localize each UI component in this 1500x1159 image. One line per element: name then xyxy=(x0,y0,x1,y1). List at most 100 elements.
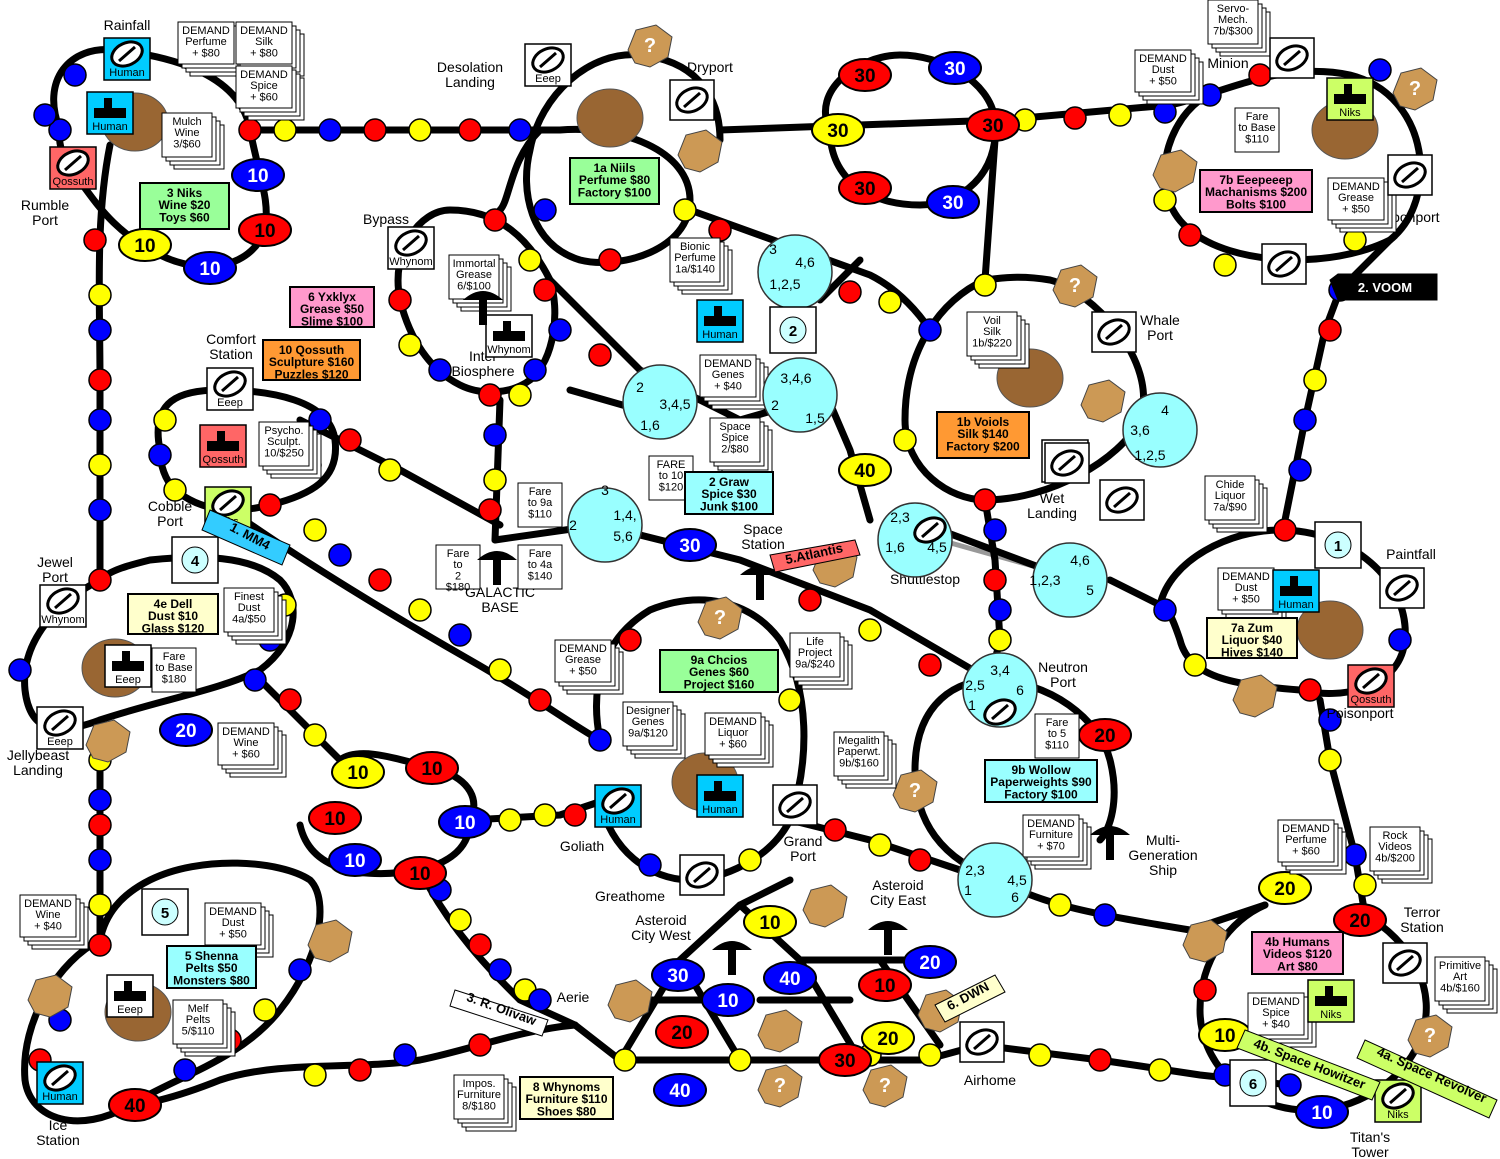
route-space xyxy=(973,273,997,297)
card-text-line: 10/$250 xyxy=(264,447,304,459)
card-text-line: 5/$110 xyxy=(182,1025,215,1037)
card-face xyxy=(1234,107,1280,153)
spaceport-tile xyxy=(772,784,818,826)
place-name-line: Asteroid xyxy=(635,912,686,928)
place-name-line: Jellybeast xyxy=(7,747,69,763)
factory-text-line: 4e Dell xyxy=(154,597,193,611)
asteroid xyxy=(307,919,353,963)
junction-label: 6 xyxy=(1016,682,1024,698)
fare-oval-shape xyxy=(838,171,892,205)
factory-text-line: Project $160 xyxy=(684,677,755,691)
owner-label: Qossuth xyxy=(53,176,94,188)
owner-label: Human xyxy=(702,329,737,341)
launch-pad-icon xyxy=(740,566,780,600)
launch-die-label: 4 xyxy=(191,553,200,570)
fare-oval-9: 30 xyxy=(926,185,980,219)
card-text-line: Perfume xyxy=(185,36,227,48)
factory-text-line: Liquor $40 xyxy=(1222,633,1283,647)
route-space xyxy=(488,658,512,682)
route-space xyxy=(88,893,112,917)
place-name-line: Jewel xyxy=(37,554,73,570)
fare-oval-11: 30 xyxy=(663,528,717,562)
card-face xyxy=(217,722,275,766)
card-text-line: to xyxy=(453,559,462,571)
ship-tag-shape xyxy=(934,974,1006,1023)
route-space xyxy=(563,803,587,827)
card-text-line: Fare xyxy=(447,548,470,560)
factory-text-line: Slime $100 xyxy=(301,314,363,328)
place-name: Goliath xyxy=(560,838,604,854)
place-name-line: Wet xyxy=(1040,490,1065,506)
card-text-line: DEMAND xyxy=(240,25,288,37)
owner-label: Whynom xyxy=(41,614,84,626)
fare-oval-0: 10 xyxy=(231,158,285,192)
route-space xyxy=(238,118,262,142)
fare-oval-label: 30 xyxy=(854,179,875,200)
route-space xyxy=(88,498,112,522)
route-space xyxy=(1318,708,1342,732)
junction: 34,61,2,5 xyxy=(757,234,833,310)
fare-oval-shape xyxy=(1258,871,1312,905)
card-text-line: + $40 xyxy=(1262,1018,1290,1030)
factory-icon xyxy=(1334,84,1366,104)
ship-tag: 2. VOOM xyxy=(1329,273,1438,301)
place-name: Rainfall xyxy=(104,17,151,33)
asteroid-shape xyxy=(862,1064,908,1108)
junction-label: 2 xyxy=(636,379,644,395)
route-space xyxy=(458,118,482,142)
junction-label: 5 xyxy=(1086,582,1094,598)
route-space xyxy=(88,368,112,392)
place-name-line: Station xyxy=(741,536,785,552)
place-name-line: City East xyxy=(870,892,926,908)
place-name: Airhome xyxy=(964,1072,1016,1088)
route-space xyxy=(1298,678,1322,702)
card-text-line: Fare xyxy=(163,651,186,663)
owner-tile: Eeep xyxy=(106,974,154,1018)
owner-tile: Qossuth xyxy=(49,146,97,190)
factory-text-line: Factory $100 xyxy=(1004,787,1078,801)
route-space xyxy=(163,478,187,502)
route-space xyxy=(478,498,502,522)
fare-oval-shape xyxy=(1295,1095,1349,1129)
card-text-line: 7a/$90 xyxy=(1213,501,1247,513)
card-text-line: Fare xyxy=(529,548,552,560)
route-space xyxy=(338,428,362,452)
card-face xyxy=(622,701,674,747)
card-text-line: Rock xyxy=(1382,830,1408,842)
route-space xyxy=(973,488,997,512)
spaceport-tile xyxy=(1099,479,1145,521)
fare-oval-28: 10 xyxy=(701,983,755,1017)
asteroid-unknown: ? xyxy=(862,1064,908,1108)
owner-tile: Eeep xyxy=(104,644,152,688)
factory-text-line: 5 Shenna xyxy=(185,949,239,963)
route-space xyxy=(153,408,177,432)
card-text-line: DEMAND xyxy=(709,716,757,728)
junction-label: 2 xyxy=(569,517,577,533)
card-text-line: Silk xyxy=(983,326,1001,338)
factory-card-face xyxy=(166,945,257,989)
card-text-line: Spice xyxy=(721,432,749,444)
card-text-line: 2 xyxy=(455,570,461,582)
spaceport-icon-slash xyxy=(1058,454,1076,472)
place-name-line: Port xyxy=(790,848,816,864)
factory-text-line: Hives $140 xyxy=(1221,645,1283,659)
route-space xyxy=(428,358,452,382)
owner-label: Niks xyxy=(1387,1109,1409,1121)
route-segment xyxy=(126,1021,579,1109)
place-name-line: Aerie xyxy=(557,989,590,1005)
owner-label: Eeep xyxy=(217,397,243,409)
card-text-line: + $50 xyxy=(1149,75,1177,87)
fare-oval-shape xyxy=(108,1088,162,1122)
goods-card: Psycho.Sculpt.10/$250 xyxy=(258,421,322,479)
route-space xyxy=(88,933,112,957)
fare-oval-shape xyxy=(818,1043,872,1077)
place-name-line: Comfort xyxy=(206,331,256,347)
launch-die-label: 5 xyxy=(161,905,169,922)
